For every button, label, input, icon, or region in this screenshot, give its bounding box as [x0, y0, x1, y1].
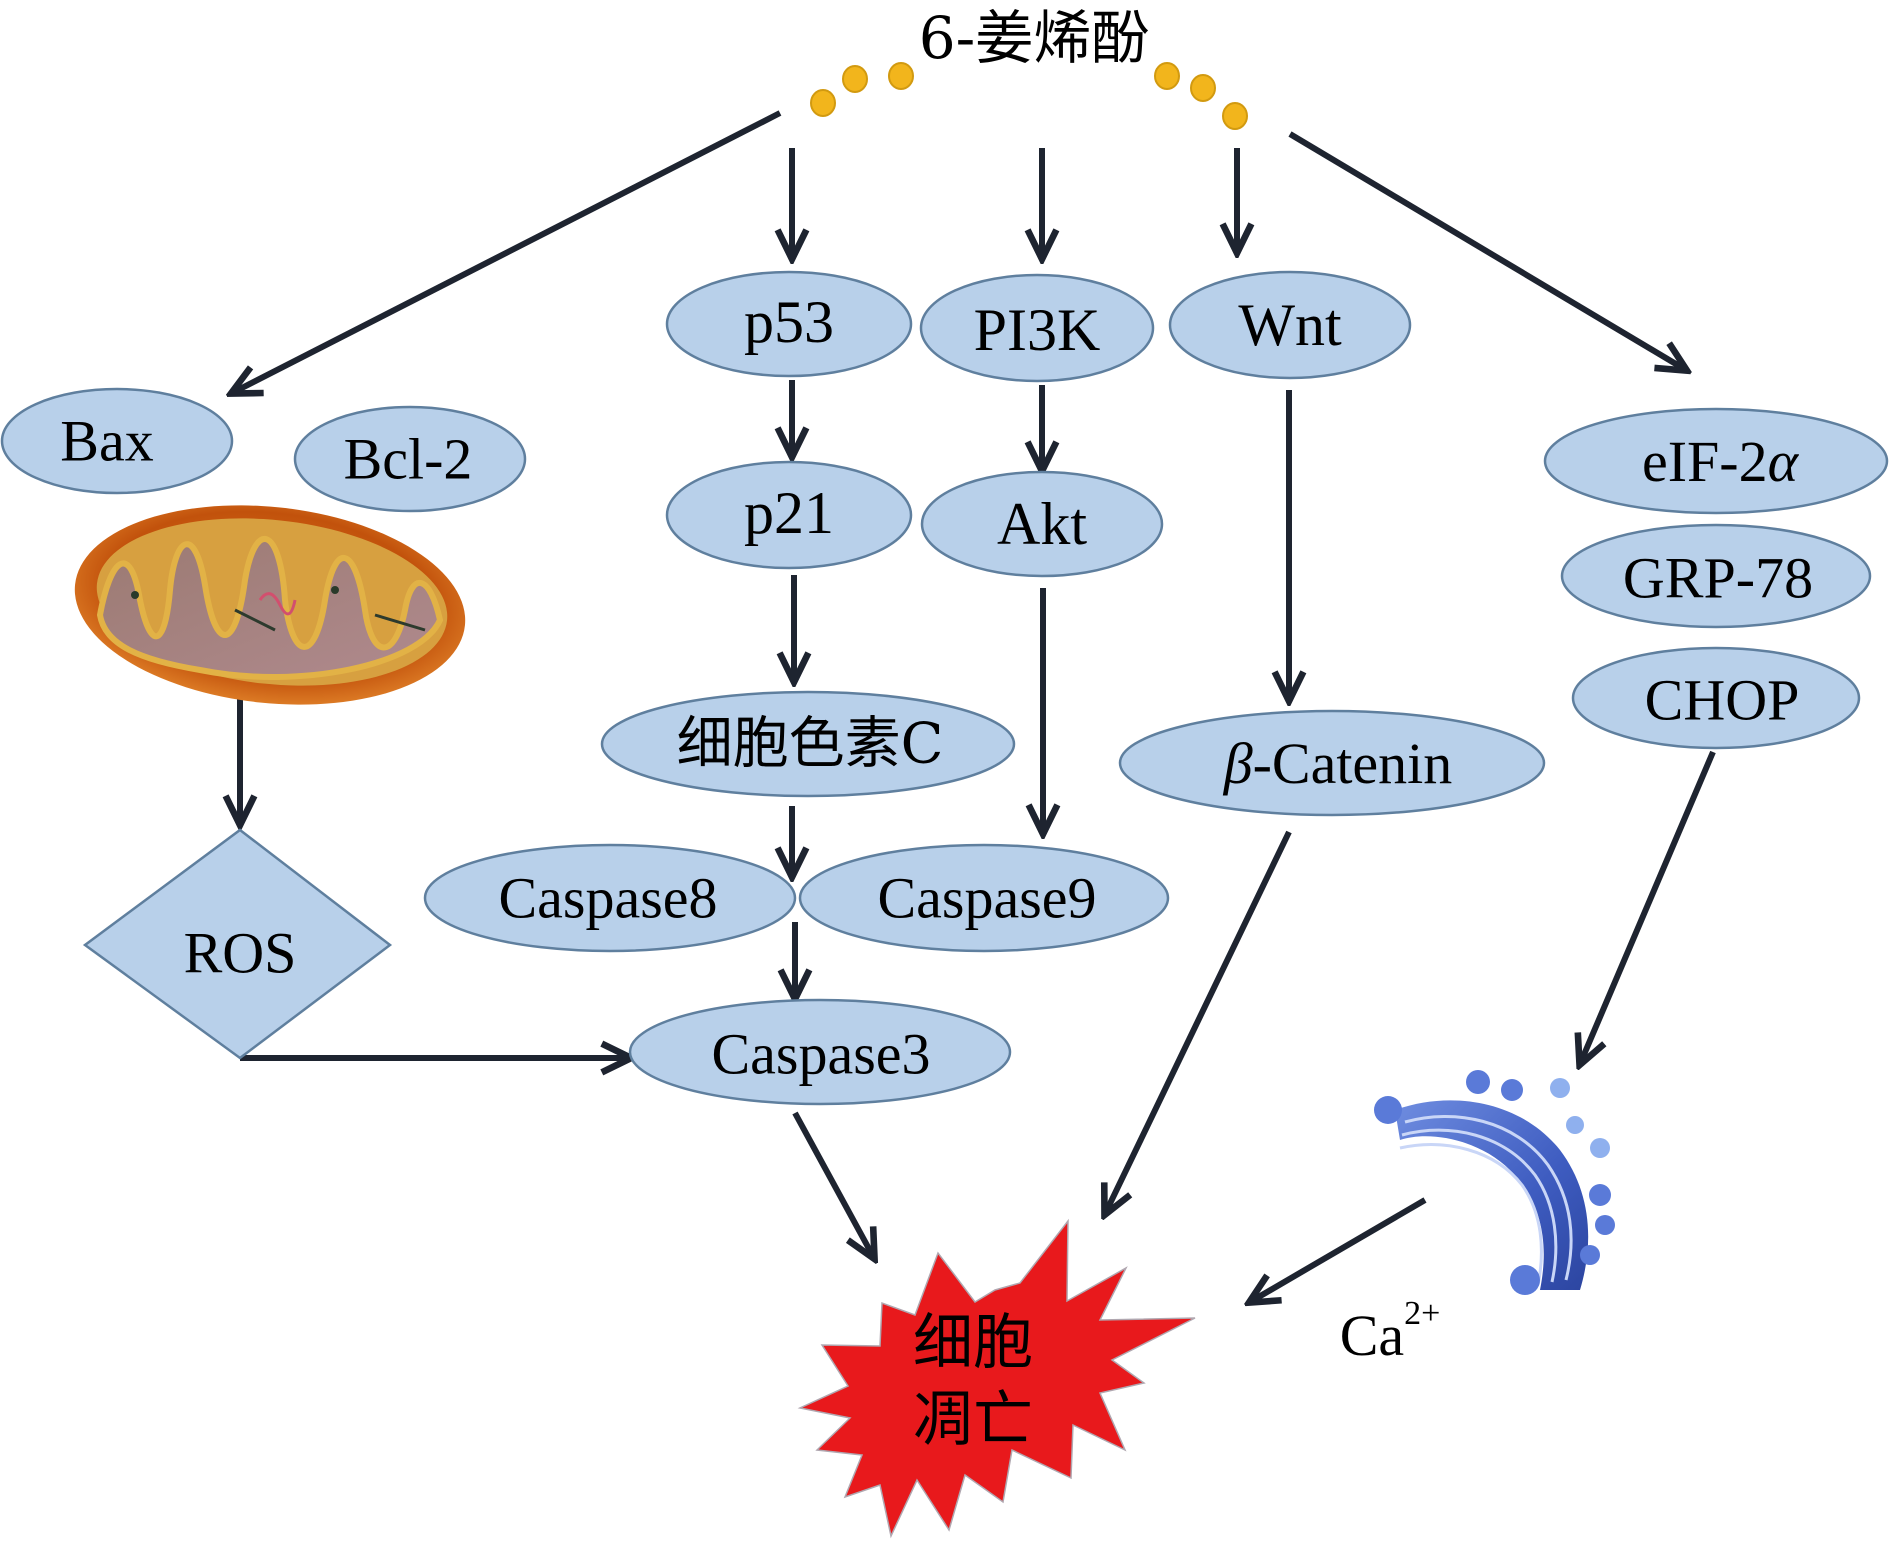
node-beta-catenin: β-Catenin — [1118, 709, 1546, 817]
compound-dot — [1222, 102, 1248, 130]
node-caspase3: Caspase3 — [628, 998, 1012, 1106]
node-chop-label: CHOP — [1645, 668, 1800, 733]
mitochondrion-icon — [74, 505, 466, 705]
arrow-golgi-to-apoptosis — [1250, 1197, 1427, 1302]
node-bax: Bax — [0, 387, 234, 495]
compound-title: 6-姜烯酚 — [919, 4, 1150, 72]
edges — [232, 110, 1716, 1302]
golgi-apparatus-icon — [1374, 1070, 1615, 1295]
node-bax-label: Bax — [60, 409, 153, 474]
apoptosis-label-line1: 细胞 — [913, 1308, 1033, 1378]
node-chop: CHOP — [1571, 646, 1861, 750]
arrow-beta-catenin-to-apoptosis — [1105, 830, 1292, 1214]
node-wnt-label: Wnt — [1238, 292, 1342, 358]
node-caspase3-label: Caspase3 — [711, 1022, 930, 1087]
node-p53: p53 — [665, 270, 913, 378]
node-p21-label: p21 — [744, 480, 834, 546]
node-beta-catenin-label: β-Catenin — [1223, 731, 1453, 796]
eif2a-text: eIF-2 — [1642, 429, 1768, 494]
compound-dot — [1190, 74, 1216, 102]
compound-dot — [842, 65, 868, 93]
compound-dot — [888, 62, 914, 90]
node-caspase8: Caspase8 — [423, 843, 797, 953]
node-grp78: GRP-78 — [1560, 523, 1872, 629]
arrow-caspase3-to-apoptosis — [792, 1111, 874, 1258]
node-caspase8-label: Caspase8 — [498, 866, 717, 931]
node-akt: Akt — [920, 470, 1164, 578]
compound-dot — [1154, 62, 1180, 90]
node-ros-label: ROS — [184, 921, 297, 986]
node-wnt: Wnt — [1168, 270, 1412, 380]
apoptosis-label-line2: 凋亡 — [913, 1385, 1033, 1455]
node-caspase9-label: Caspase9 — [877, 866, 1096, 931]
node-grp78-label: GRP-78 — [1623, 546, 1813, 611]
arrow-chop-to-golgi — [1580, 750, 1716, 1064]
node-bcl2: Bcl-2 — [293, 405, 527, 513]
node-caspase9: Caspase9 — [798, 843, 1170, 953]
node-akt-label: Akt — [997, 491, 1087, 557]
node-bcl2-label: Bcl-2 — [344, 427, 473, 492]
compound-dot — [810, 89, 836, 117]
node-pi3k: PI3K — [919, 273, 1155, 383]
beta-symbol: β — [1223, 731, 1253, 796]
arrow-compound-to-bax — [232, 110, 782, 393]
burst-icon — [797, 1218, 1196, 1539]
compound-dots-icon — [810, 62, 1248, 130]
apoptosis-burst: 细胞 凋亡 — [797, 1218, 1196, 1539]
node-p53-label: p53 — [744, 289, 834, 355]
node-p21: p21 — [665, 460, 913, 570]
node-eif2a-label: eIF-2α — [1642, 429, 1800, 494]
calcium-charge: 2+ — [1404, 1295, 1440, 1332]
calcium-base: Ca — [1340, 1303, 1404, 1368]
calcium-ion-label: Ca2+ — [1340, 1295, 1441, 1368]
node-cytochrome-c-label: 细胞色素C — [677, 712, 944, 777]
alpha-symbol: α — [1768, 429, 1800, 494]
node-cytochrome-c: 细胞色素C — [600, 690, 1016, 798]
node-eif2a: eIF-2α — [1543, 407, 1889, 515]
node-pi3k-label: PI3K — [974, 297, 1101, 363]
node-ros: ROS — [82, 828, 393, 1060]
beta-catenin-text: -Catenin — [1253, 731, 1453, 796]
arrow-compound-to-eif2a — [1288, 131, 1686, 370]
